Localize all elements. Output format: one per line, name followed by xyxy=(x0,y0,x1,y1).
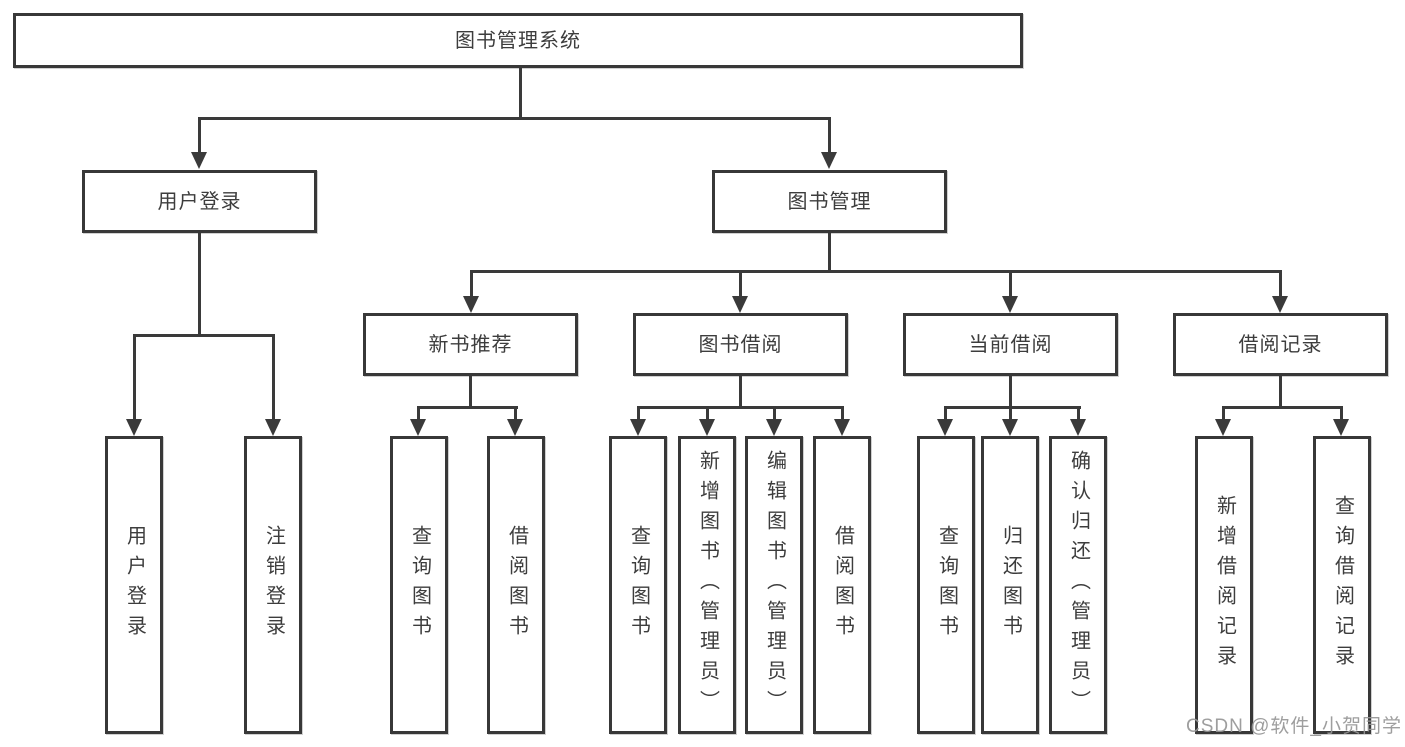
leaf-nb-borrow-books: 借阅图书 xyxy=(487,436,545,734)
leaf-nb-query-books-label: 查询图书 xyxy=(408,525,431,645)
node-current-borrowing-label: 当前借阅 xyxy=(968,333,1053,356)
node-book-borrowing-label: 图书借阅 xyxy=(698,333,783,356)
arrowhead-down-icon xyxy=(821,152,837,169)
arrowhead-down-icon xyxy=(265,419,281,436)
leaf-cb-query-books-label: 查询图书 xyxy=(935,525,958,645)
node-new-book-recommendation-label: 新书推荐 xyxy=(428,333,513,356)
csdn-watermark: CSDN @软件_小贺同学 xyxy=(1186,716,1402,737)
node-current-borrowing: 当前借阅 xyxy=(903,313,1118,376)
arrowhead-down-icon xyxy=(1002,296,1018,313)
arrowhead-down-icon xyxy=(126,419,142,436)
connector-line xyxy=(1222,406,1343,409)
connector-line xyxy=(706,406,709,421)
node-user-login: 用户登录 xyxy=(82,170,317,233)
leaf-bb-edit-books-admin: 编辑图书（管理员） xyxy=(745,436,803,734)
connector-line xyxy=(470,270,1282,273)
leaf-user-login-label: 用户登录 xyxy=(123,525,146,645)
node-user-login-label: 用户登录 xyxy=(157,190,242,213)
node-borrowing-records: 借阅记录 xyxy=(1173,313,1388,376)
leaf-user-login: 用户登录 xyxy=(105,436,163,734)
connector-line xyxy=(828,233,831,273)
leaf-bb-edit-books-admin-label: 编辑图书（管理员） xyxy=(763,450,786,720)
arrowhead-down-icon xyxy=(699,419,715,436)
arrowhead-down-icon xyxy=(732,296,748,313)
connector-line xyxy=(944,406,947,421)
connector-line xyxy=(841,406,844,421)
leaf-cb-return-books-label: 归还图书 xyxy=(999,525,1022,645)
connector-line xyxy=(519,68,522,118)
connector-line xyxy=(469,376,472,408)
leaf-bb-query-books: 查询图书 xyxy=(609,436,667,734)
leaf-nb-query-books: 查询图书 xyxy=(390,436,448,734)
leaf-bb-add-books-admin: 新增图书（管理员） xyxy=(678,436,736,734)
arrowhead-down-icon xyxy=(937,419,953,436)
connector-line xyxy=(944,406,1081,409)
connector-line xyxy=(133,334,275,337)
connector-line xyxy=(514,406,517,421)
node-library-system: 图书管理系统 xyxy=(13,13,1023,68)
node-book-borrowing: 图书借阅 xyxy=(633,313,848,376)
connector-line xyxy=(1279,270,1282,297)
leaf-logout-login-label: 注销登录 xyxy=(262,525,285,645)
node-book-management-label: 图书管理 xyxy=(787,190,872,213)
arrowhead-down-icon xyxy=(766,419,782,436)
arrowhead-down-icon xyxy=(1272,296,1288,313)
connector-line xyxy=(470,270,473,297)
node-new-book-recommendation: 新书推荐 xyxy=(363,313,578,376)
arrowhead-down-icon xyxy=(191,152,207,169)
connector-line xyxy=(417,406,420,421)
leaf-br-query-record: 查询借阅记录 xyxy=(1313,436,1371,734)
arrowhead-down-icon xyxy=(463,296,479,313)
arrowhead-down-icon xyxy=(630,419,646,436)
connector-line xyxy=(1222,406,1225,421)
leaf-bb-borrow-books: 借阅图书 xyxy=(813,436,871,734)
connector-line xyxy=(1279,376,1282,408)
arrowhead-down-icon xyxy=(1333,419,1349,436)
connector-line xyxy=(828,117,831,153)
arrowhead-down-icon xyxy=(1070,419,1086,436)
leaf-br-add-record: 新增借阅记录 xyxy=(1195,436,1253,734)
connector-line xyxy=(739,270,742,297)
connector-line xyxy=(272,334,275,420)
arrowhead-down-icon xyxy=(410,419,426,436)
connector-line xyxy=(417,406,518,409)
connector-line xyxy=(1009,270,1012,297)
leaf-cb-return-books: 归还图书 xyxy=(981,436,1039,734)
connector-line xyxy=(739,376,742,408)
node-library-system-label: 图书管理系统 xyxy=(455,29,581,52)
arrowhead-down-icon xyxy=(834,419,850,436)
connector-line xyxy=(1340,406,1343,421)
connector-line xyxy=(133,334,136,420)
arrowhead-down-icon xyxy=(1215,419,1231,436)
connector-line xyxy=(773,406,776,421)
leaf-nb-borrow-books-label: 借阅图书 xyxy=(505,525,528,645)
leaf-logout-login: 注销登录 xyxy=(244,436,302,734)
leaf-cb-query-books: 查询图书 xyxy=(917,436,975,734)
connector-line xyxy=(637,406,640,421)
node-borrowing-records-label: 借阅记录 xyxy=(1238,333,1323,356)
leaf-br-query-record-label: 查询借阅记录 xyxy=(1331,495,1354,675)
connector-line xyxy=(198,233,201,337)
leaf-bb-query-books-label: 查询图书 xyxy=(627,525,650,645)
connector-line xyxy=(1009,376,1012,408)
leaf-cb-confirm-return-admin: 确认归还（管理员） xyxy=(1049,436,1107,734)
connector-line xyxy=(1077,406,1080,421)
connector-line xyxy=(637,406,844,409)
leaf-cb-confirm-return-admin-label: 确认归还（管理员） xyxy=(1067,450,1090,720)
leaf-bb-borrow-books-label: 借阅图书 xyxy=(831,525,854,645)
arrowhead-down-icon xyxy=(1002,419,1018,436)
arrowhead-down-icon xyxy=(507,419,523,436)
leaf-bb-add-books-admin-label: 新增图书（管理员） xyxy=(696,450,719,720)
connector-line xyxy=(198,117,831,120)
leaf-br-add-record-label: 新增借阅记录 xyxy=(1213,495,1236,675)
connector-line xyxy=(1009,406,1012,421)
node-book-management: 图书管理 xyxy=(712,170,947,233)
connector-line xyxy=(198,117,201,153)
